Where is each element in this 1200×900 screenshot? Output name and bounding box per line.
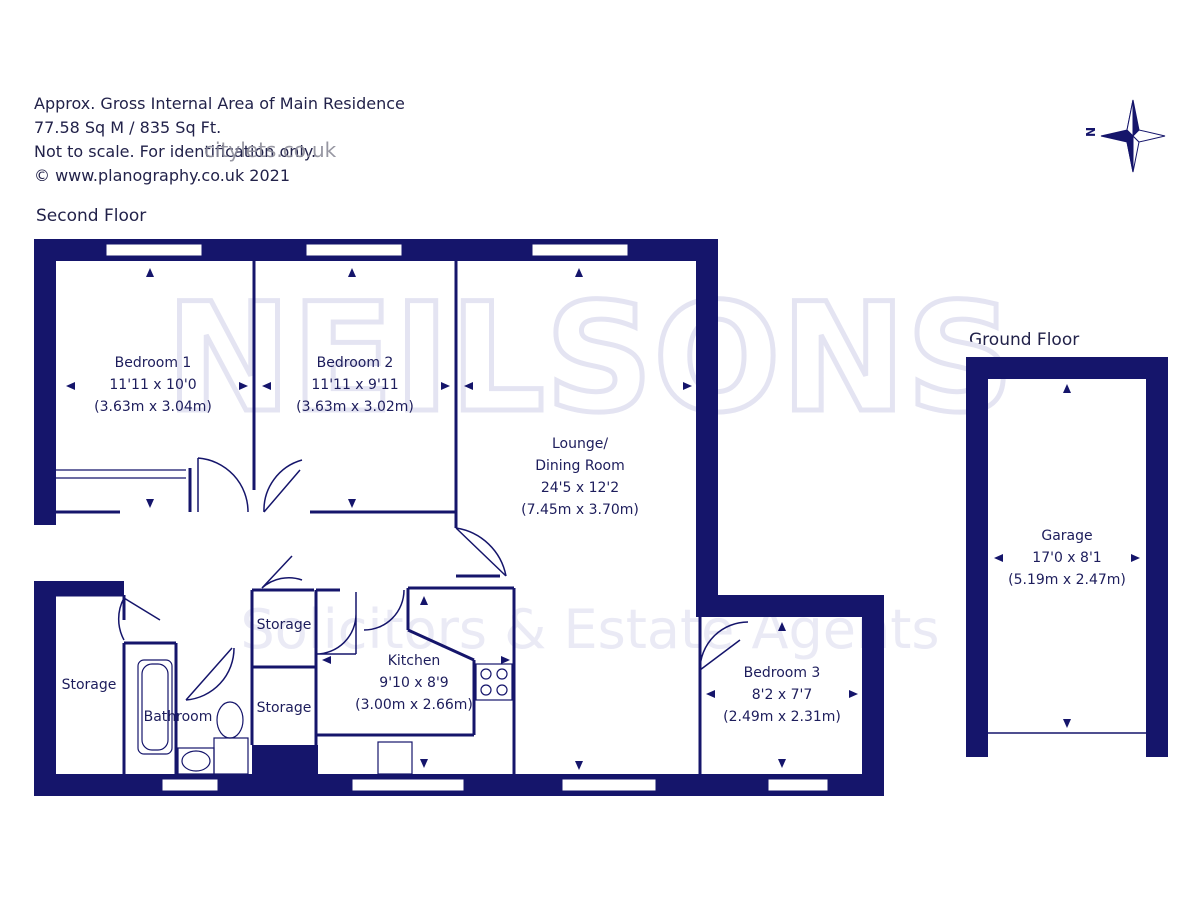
room-dimensions-imperial: 17'0 x 8'1 bbox=[1032, 550, 1101, 566]
dimension-arrows bbox=[66, 268, 858, 770]
room-garage: Garage 17'0 x 8'1 (5.19m x 2.47m) bbox=[1008, 528, 1126, 588]
interior-walls bbox=[56, 260, 702, 775]
room-bathroom: Bathroom bbox=[144, 709, 213, 725]
hob bbox=[475, 663, 513, 701]
room-dimensions-metric: (5.19m x 2.47m) bbox=[1008, 572, 1126, 588]
brand-watermark-text: NEILSONS bbox=[166, 272, 1015, 446]
doors bbox=[117, 457, 749, 701]
area-info: Approx. Gross Internal Area of Main Resi… bbox=[34, 92, 405, 188]
room-dimensions-imperial: 24'5 x 12'2 bbox=[541, 480, 619, 496]
area-info-line-3: Not to scale. For identification only. bbox=[34, 142, 317, 161]
ground-floor-title: Ground Floor bbox=[969, 330, 1080, 350]
toilet-cistern bbox=[213, 737, 249, 775]
room-dimensions-metric: (3.00m x 2.66m) bbox=[355, 697, 473, 713]
kitchen-sink bbox=[377, 741, 413, 775]
room-dimensions-metric: (3.63m x 3.04m) bbox=[94, 399, 212, 415]
room-dimensions-imperial: 9'10 x 8'9 bbox=[379, 675, 448, 691]
garage-dimension-arrows bbox=[994, 384, 1140, 728]
room-bedroom-3: Bedroom 3 8'2 x 7'7 (2.49m x 2.31m) bbox=[723, 665, 841, 725]
fixtures bbox=[56, 469, 513, 775]
room-name: Bedroom 3 bbox=[744, 665, 821, 681]
room-dimensions-imperial: 11'11 x 9'11 bbox=[311, 377, 398, 393]
windows bbox=[105, 243, 829, 792]
room-dimensions-imperial: 8'2 x 7'7 bbox=[752, 687, 813, 703]
room-name: Garage bbox=[1041, 528, 1092, 544]
room-dimensions-imperial: 11'11 x 10'0 bbox=[109, 377, 196, 393]
room-name: Bedroom 2 bbox=[317, 355, 394, 371]
room-bedroom-2: Bedroom 2 11'11 x 9'11 (3.63m x 3.02m) bbox=[296, 355, 414, 415]
room-storage-left: Storage bbox=[62, 677, 117, 693]
room-dimensions-metric: (2.49m x 2.31m) bbox=[723, 709, 841, 725]
site-watermark: citylets.co.uk bbox=[204, 138, 337, 162]
room-kitchen: Kitchen 9'10 x 8'9 (3.00m x 2.66m) bbox=[355, 653, 473, 713]
room-name: Bedroom 1 bbox=[115, 355, 192, 371]
room-lounge-dining: Lounge/ Dining Room 24'5 x 12'2 (7.45m x… bbox=[521, 436, 639, 518]
bathroom-basin bbox=[177, 747, 215, 775]
area-info-line-2: 77.58 Sq M / 835 Sq Ft. bbox=[34, 118, 222, 137]
toilet-bowl bbox=[216, 701, 244, 739]
room-bedroom-1: Bedroom 1 11'11 x 10'0 (3.63m x 3.04m) bbox=[94, 355, 212, 415]
compass-north-label: N bbox=[1084, 127, 1098, 137]
room-name-line-2: Dining Room bbox=[535, 458, 625, 474]
room-dimensions-metric: (3.63m x 3.02m) bbox=[296, 399, 414, 415]
area-info-line-1: Approx. Gross Internal Area of Main Resi… bbox=[34, 94, 405, 113]
outer-walls bbox=[34, 239, 884, 796]
compass: N bbox=[1084, 99, 1166, 173]
room-storage-upper: Storage bbox=[257, 617, 312, 633]
copyright-line: © www.planography.co.uk 2021 bbox=[34, 166, 291, 185]
room-dimensions-metric: (7.45m x 3.70m) bbox=[521, 502, 639, 518]
room-storage-lower: Storage bbox=[257, 700, 312, 716]
garage-walls bbox=[966, 357, 1168, 757]
room-labels: Bedroom 1 11'11 x 10'0 (3.63m x 3.04m) B… bbox=[62, 355, 1126, 725]
room-name: Kitchen bbox=[388, 653, 441, 669]
room-name-line-1: Lounge/ bbox=[552, 436, 608, 452]
second-floor-title: Second Floor bbox=[36, 206, 147, 226]
bathtub bbox=[137, 659, 173, 755]
